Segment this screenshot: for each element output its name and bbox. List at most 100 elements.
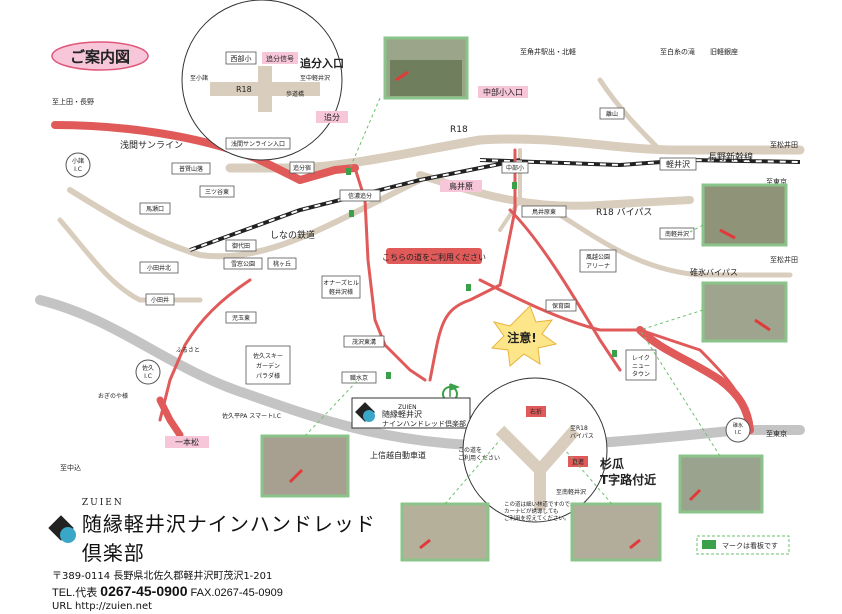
svg-text:至角井駅出・北軽: 至角井駅出・北軽 — [520, 47, 576, 56]
red-route-south — [428, 148, 517, 382]
svg-text:中部小: 中部小 — [506, 164, 524, 172]
svg-text:直進: 直進 — [572, 458, 584, 466]
svg-text:一本松: 一本松 — [175, 437, 199, 447]
shinano-railway — [189, 158, 521, 252]
svg-text:I.C: I.C — [74, 166, 82, 173]
svg-text:上信越自動車道: 上信越自動車道 — [370, 450, 426, 460]
svg-text:南軽井沢: 南軽井沢 — [665, 230, 689, 238]
svg-text:長野新幹線: 長野新幹線 — [708, 151, 753, 163]
postal-address: 〒389-0114 長野県北佐久郡軽井沢町茂沢1-201 — [52, 571, 273, 582]
svg-text:至東京: 至東京 — [766, 177, 787, 186]
svg-text:雪窓公園: 雪窓公園 — [231, 260, 255, 268]
svg-text:追分入口: 追分入口 — [300, 56, 344, 70]
svg-text:レイク: レイク — [632, 355, 650, 362]
svg-text:おぎのや様: おぎのや様 — [98, 392, 128, 400]
map-logo: ZUIEN 随縁軽井沢 ナインハンドレッド倶楽部 — [351, 397, 471, 429]
svg-text:ガーデン: ガーデン — [256, 362, 280, 370]
svg-text:馬瀬口: 馬瀬口 — [146, 205, 164, 213]
tel-label: TEL.代表 — [52, 587, 98, 599]
svg-text:T字路付近: T字路付近 — [600, 472, 656, 487]
svg-text:至東京: 至東京 — [766, 429, 787, 438]
svg-text:至松井田: 至松井田 — [770, 140, 798, 149]
svg-text:杉瓜: 杉瓜 — [600, 456, 624, 471]
svg-text:歩道橋: 歩道橋 — [286, 90, 304, 98]
red-route-west — [158, 278, 252, 422]
svg-text:浅間サンライン: 浅間サンライン — [120, 139, 183, 151]
photo-arrows — [288, 228, 771, 550]
svg-text:鳥井原東: 鳥井原東 — [532, 208, 556, 216]
svg-text:中部小入口: 中部小入口 — [483, 87, 523, 97]
svg-text:小諸: 小諸 — [72, 157, 84, 165]
karasugahara-sign — [440, 180, 482, 192]
svg-text:信濃追分: 信濃追分 — [348, 192, 372, 200]
svg-text:至R18: 至R18 — [570, 425, 588, 432]
svg-text:浅間サンライン入口: 浅間サンライン入口 — [231, 140, 285, 148]
route-note: こちらの道をご利用ください — [382, 248, 486, 264]
nakabu-entrance-sign — [478, 86, 528, 98]
svg-text:佐久平PA スマートI.C: 佐久平PA スマートI.C — [222, 412, 281, 420]
svg-text:マークは看板です: マークは看板です — [722, 541, 778, 550]
zuien-wordmark: ZUIEN — [81, 498, 124, 508]
svg-text:保育園: 保育園 — [552, 302, 570, 310]
photo-leads — [304, 97, 721, 505]
karuizawa-station — [659, 157, 697, 171]
caution-badge: 注意! — [490, 305, 558, 367]
map-title: ご案内図 — [51, 41, 149, 71]
svg-text:I.C: I.C — [144, 373, 152, 380]
svg-text:佐久スキー: 佐久スキー — [253, 352, 283, 360]
svg-text:風越公園: 風越公園 — [586, 253, 610, 261]
svg-text:至南軽井沢: 至南軽井沢 — [556, 488, 586, 496]
svg-text:茂沢東溝: 茂沢東溝 — [352, 338, 376, 346]
svg-text:軽井沢: 軽井沢 — [666, 159, 690, 169]
title-text: ご案内図 — [70, 48, 130, 66]
svg-text:小田井: 小田井 — [151, 296, 169, 304]
svg-text:職水京: 職水京 — [350, 374, 368, 382]
svg-text:児玉東: 児玉東 — [232, 314, 250, 322]
svg-text:R18: R18 — [236, 85, 252, 94]
svg-text:ZUIEN: ZUIEN — [398, 404, 417, 411]
zuien-logo-icon — [48, 515, 76, 545]
svg-text:ご利用を控えてください。: ご利用を控えてください。 — [504, 514, 570, 522]
highway-joshinetsu — [35, 295, 805, 451]
club-name: 随縁軽井沢ナインハンドレッド倶楽部 — [81, 512, 376, 565]
svg-text:至松井田: 至松井田 — [770, 255, 798, 264]
svg-text:バイパス: バイパス — [570, 433, 594, 440]
svg-text:碓氷: 碓氷 — [733, 422, 743, 429]
svg-text:しなの鉄道: しなの鉄道 — [270, 229, 315, 241]
svg-text:R18 バイパス: R18 バイパス — [596, 207, 652, 218]
tel-number[interactable]: 0267-45-0900 — [100, 583, 188, 599]
svg-text:こちらの道をご利用ください: こちらの道をご利用ください — [382, 252, 486, 262]
svg-text:右折: 右折 — [530, 408, 542, 416]
fax-number: FAX.0267-45-0909 — [190, 587, 283, 599]
access-map: ご案内図 こちらの道をご利用ください 注意! 追分入口 西部小 追分信号 — [35, 0, 805, 562]
sugiuri-title: 杉瓜 T字路付近 — [600, 456, 656, 487]
komoro-ic: 小諸 I.C — [65, 152, 91, 178]
footer: ZUIEN 随縁軽井沢ナインハンドレッド倶楽部 〒389-0114 長野県北佐久… — [48, 498, 382, 614]
svg-text:追分: 追分 — [324, 112, 340, 122]
svg-text:離山: 離山 — [606, 110, 618, 118]
svg-text:パラダ様: パラダ様 — [256, 372, 280, 380]
svg-text:オナーズヒル: オナーズヒル — [323, 279, 359, 287]
svg-text:至中軽井沢: 至中軽井沢 — [300, 74, 330, 82]
red-route-ippon — [156, 396, 184, 439]
website-url[interactable]: URL http://zuien.net — [52, 601, 153, 612]
svg-text:この道は細い林道ですので、: この道は細い林道ですので、 — [504, 500, 575, 508]
svg-text:ニュー: ニュー — [632, 363, 650, 370]
svg-text:軽井沢様: 軽井沢様 — [329, 288, 353, 296]
svg-text:至上田・長野: 至上田・長野 — [52, 97, 94, 106]
svg-text:この道を: この道を — [458, 446, 482, 454]
road-r18 — [225, 134, 805, 173]
oiwake-inset: 追分入口 西部小 追分信号 R18 至小諸 至中軽井沢 歩道橋 — [181, 0, 344, 161]
svg-text:ふるさと: ふるさと — [176, 347, 200, 354]
svg-text:至白糸の滝: 至白糸の滝 — [660, 47, 695, 56]
svg-text:ご利用ください: ご利用ください — [458, 454, 500, 462]
svg-text:御代田: 御代田 — [232, 242, 250, 250]
svg-text:注意!: 注意! — [507, 330, 536, 345]
svg-text:ナインハンドレッド倶楽部: ナインハンドレッド倶楽部 — [382, 419, 466, 428]
svg-text:小田井北: 小田井北 — [147, 264, 171, 272]
svg-text:碓氷バイパス: 碓氷バイパス — [690, 267, 738, 277]
road-usui — [557, 212, 793, 278]
svg-text:至中込: 至中込 — [60, 463, 81, 472]
svg-text:至小諸: 至小諸 — [190, 74, 208, 82]
svg-text:追分宿: 追分宿 — [293, 164, 311, 172]
